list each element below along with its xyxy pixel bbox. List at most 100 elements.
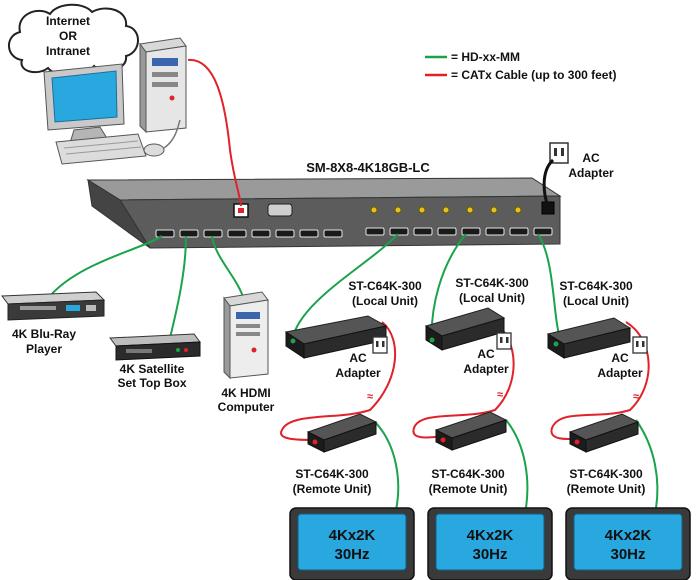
indicator-led-4 bbox=[442, 206, 450, 214]
hdmi-output-port-4 bbox=[437, 227, 457, 236]
legend: = HD-xx-MM = CATx Cable (up to 300 feet) bbox=[425, 50, 616, 82]
local-unit-2-adapter-label-line1: AC bbox=[477, 347, 495, 361]
local-unit-1-icon bbox=[284, 315, 388, 359]
local-unit-2-label-line2: (Local Unit) bbox=[459, 291, 525, 305]
remote-unit-1: ST-C64K-300 (Remote Unit) bbox=[293, 413, 378, 496]
local-unit-3-adapter-label-line2: Adapter bbox=[597, 366, 643, 380]
remote-unit-2-label-line1: ST-C64K-300 bbox=[431, 467, 505, 481]
display-3-label-line2: 30Hz bbox=[610, 546, 645, 563]
hdmi-output-port-5 bbox=[461, 227, 481, 236]
local-unit-3-ac-adapter-icon bbox=[632, 336, 648, 354]
bluray-label-line1: 4K Blu-Ray bbox=[12, 327, 76, 341]
satellite-label-line2: Set Top Box bbox=[117, 376, 186, 390]
local-unit-2-cable-break: ≈ bbox=[497, 389, 503, 401]
display-1-label-line2: 30Hz bbox=[334, 546, 369, 563]
local-unit-1-label-line1: ST-C64K-300 bbox=[348, 279, 422, 293]
indicator-led-6 bbox=[490, 206, 498, 214]
hdmi-output-port-3 bbox=[413, 227, 433, 236]
remote-unit-1-label-line2: (Remote Unit) bbox=[293, 482, 372, 496]
matrix-adapter-label-line2: Adapter bbox=[568, 166, 614, 180]
hdmi-output-port-8 bbox=[533, 227, 553, 236]
local-unit-3-cable-break: ≈ bbox=[633, 391, 639, 403]
hdmi-cable-computer bbox=[211, 235, 245, 301]
matrix-input-ports bbox=[155, 229, 343, 238]
bluray-player-icon bbox=[1, 291, 106, 321]
hdmi-input-port-2 bbox=[179, 229, 199, 238]
display-3-screen bbox=[573, 513, 683, 571]
local-unit-2-ac-adapter-icon bbox=[496, 332, 512, 350]
computer-label-line2: Computer bbox=[218, 400, 275, 414]
hdmi-output-port-7 bbox=[509, 227, 529, 236]
matrix-indicator-leds bbox=[370, 206, 522, 214]
hdmi-output-port-2 bbox=[389, 227, 409, 236]
remote-unit-2: ST-C64K-300 (Remote Unit) bbox=[429, 411, 508, 496]
local-unit-2-label-line1: ST-C64K-300 bbox=[455, 276, 529, 290]
display-1-label-line1: 4Kx2K bbox=[329, 527, 376, 544]
hdmi-output-port-1 bbox=[365, 227, 385, 236]
display-3: 4Kx2K 30Hz bbox=[565, 507, 691, 580]
remote-unit-1-label-line1: ST-C64K-300 bbox=[295, 467, 369, 481]
satellite-box-icon bbox=[109, 333, 201, 361]
indicator-led-7 bbox=[514, 206, 522, 214]
local-unit-1-label-line2: (Local Unit) bbox=[352, 294, 418, 308]
remote-unit-1-icon bbox=[306, 413, 378, 453]
cloud-label-line2: OR bbox=[59, 29, 77, 43]
local-unit-3-label-line1: ST-C64K-300 bbox=[559, 279, 633, 293]
hdmi-input-port-5 bbox=[251, 229, 271, 238]
local-unit-1-adapter-label-line1: AC bbox=[349, 351, 367, 365]
serial-port bbox=[267, 203, 293, 217]
display-1-screen bbox=[297, 513, 407, 571]
local-unit-3-label-line2: (Local Unit) bbox=[563, 294, 629, 308]
remote-unit-3-icon bbox=[568, 413, 640, 453]
hdmi-output-port-6 bbox=[485, 227, 505, 236]
hdmi-input-port-6 bbox=[275, 229, 295, 238]
indicator-led-5 bbox=[466, 206, 474, 214]
local-unit-2-icon bbox=[424, 307, 506, 351]
hdmi-cable-remote-1 bbox=[374, 421, 400, 511]
computer-label-line1: 4K HDMI bbox=[221, 386, 270, 400]
local-unit-2: ST-C64K-300 (Local Unit) AC Adapter ≈ bbox=[424, 276, 529, 401]
local-unit-1-cable-break: ≈ bbox=[367, 391, 373, 403]
hdmi-input-port-7 bbox=[299, 229, 319, 238]
local-unit-3-icon bbox=[546, 317, 632, 359]
display-2-label-line2: 30Hz bbox=[472, 546, 507, 563]
catx-cable-network bbox=[187, 58, 242, 207]
indicator-led-1 bbox=[370, 206, 378, 214]
hdmi-input-port-8 bbox=[323, 229, 343, 238]
local-unit-3-adapter-label-line1: AC bbox=[611, 351, 629, 365]
hdmi-computer-tower-icon bbox=[223, 291, 269, 380]
catx-cable-unit-2 bbox=[412, 321, 515, 439]
catx-cable-unit-3 bbox=[550, 321, 650, 440]
matrix-label: SM-8X8-4K18GB-LC bbox=[306, 160, 430, 175]
local-unit-1: ST-C64K-300 (Local Unit) AC Adapter ≈ bbox=[284, 279, 422, 403]
matrix-adapter-label-line1: AC bbox=[582, 151, 600, 165]
display-2-label-line1: 4Kx2K bbox=[467, 527, 514, 544]
indicator-led-3 bbox=[418, 206, 426, 214]
workstation-icon bbox=[43, 37, 187, 165]
remote-unit-2-icon bbox=[434, 411, 508, 451]
matrix-ac-adapter-icon bbox=[542, 142, 569, 207]
catx-cable-unit-1 bbox=[280, 321, 397, 441]
local-unit-3: ST-C64K-300 (Local Unit) AC Adapter ≈ bbox=[546, 279, 648, 403]
display-3-label-line1: 4Kx2K bbox=[605, 527, 652, 544]
remote-unit-3-label-line2: (Remote Unit) bbox=[567, 482, 646, 496]
hdmi-cable-local-1 bbox=[291, 233, 399, 341]
hdmi-cable-remote-3 bbox=[635, 419, 659, 509]
hdmi-cable-bluray bbox=[49, 235, 163, 297]
hdmi-input-port-4 bbox=[227, 229, 247, 238]
bluray-label-line2: Player bbox=[26, 342, 62, 356]
satellite-label-line1: 4K Satellite bbox=[120, 362, 185, 376]
local-unit-1-ac-adapter-icon bbox=[372, 336, 388, 354]
display-1: 4Kx2K 30Hz bbox=[289, 507, 415, 580]
hdmi-input-port-1 bbox=[155, 229, 175, 238]
hdmi-cable-remote-2 bbox=[505, 419, 529, 509]
display-2: 4Kx2K 30Hz bbox=[427, 507, 553, 580]
legend-label-hdmi: = HD-xx-MM bbox=[451, 50, 520, 64]
local-unit-2-adapter-label-line2: Adapter bbox=[463, 362, 509, 376]
matrix-output-ports bbox=[365, 227, 553, 236]
cloud-label-line1: Internet bbox=[46, 14, 90, 28]
remote-unit-3: ST-C64K-300 (Remote Unit) bbox=[567, 413, 646, 496]
display-2-screen bbox=[435, 513, 545, 571]
remote-unit-3-label-line1: ST-C64K-300 bbox=[569, 467, 643, 481]
